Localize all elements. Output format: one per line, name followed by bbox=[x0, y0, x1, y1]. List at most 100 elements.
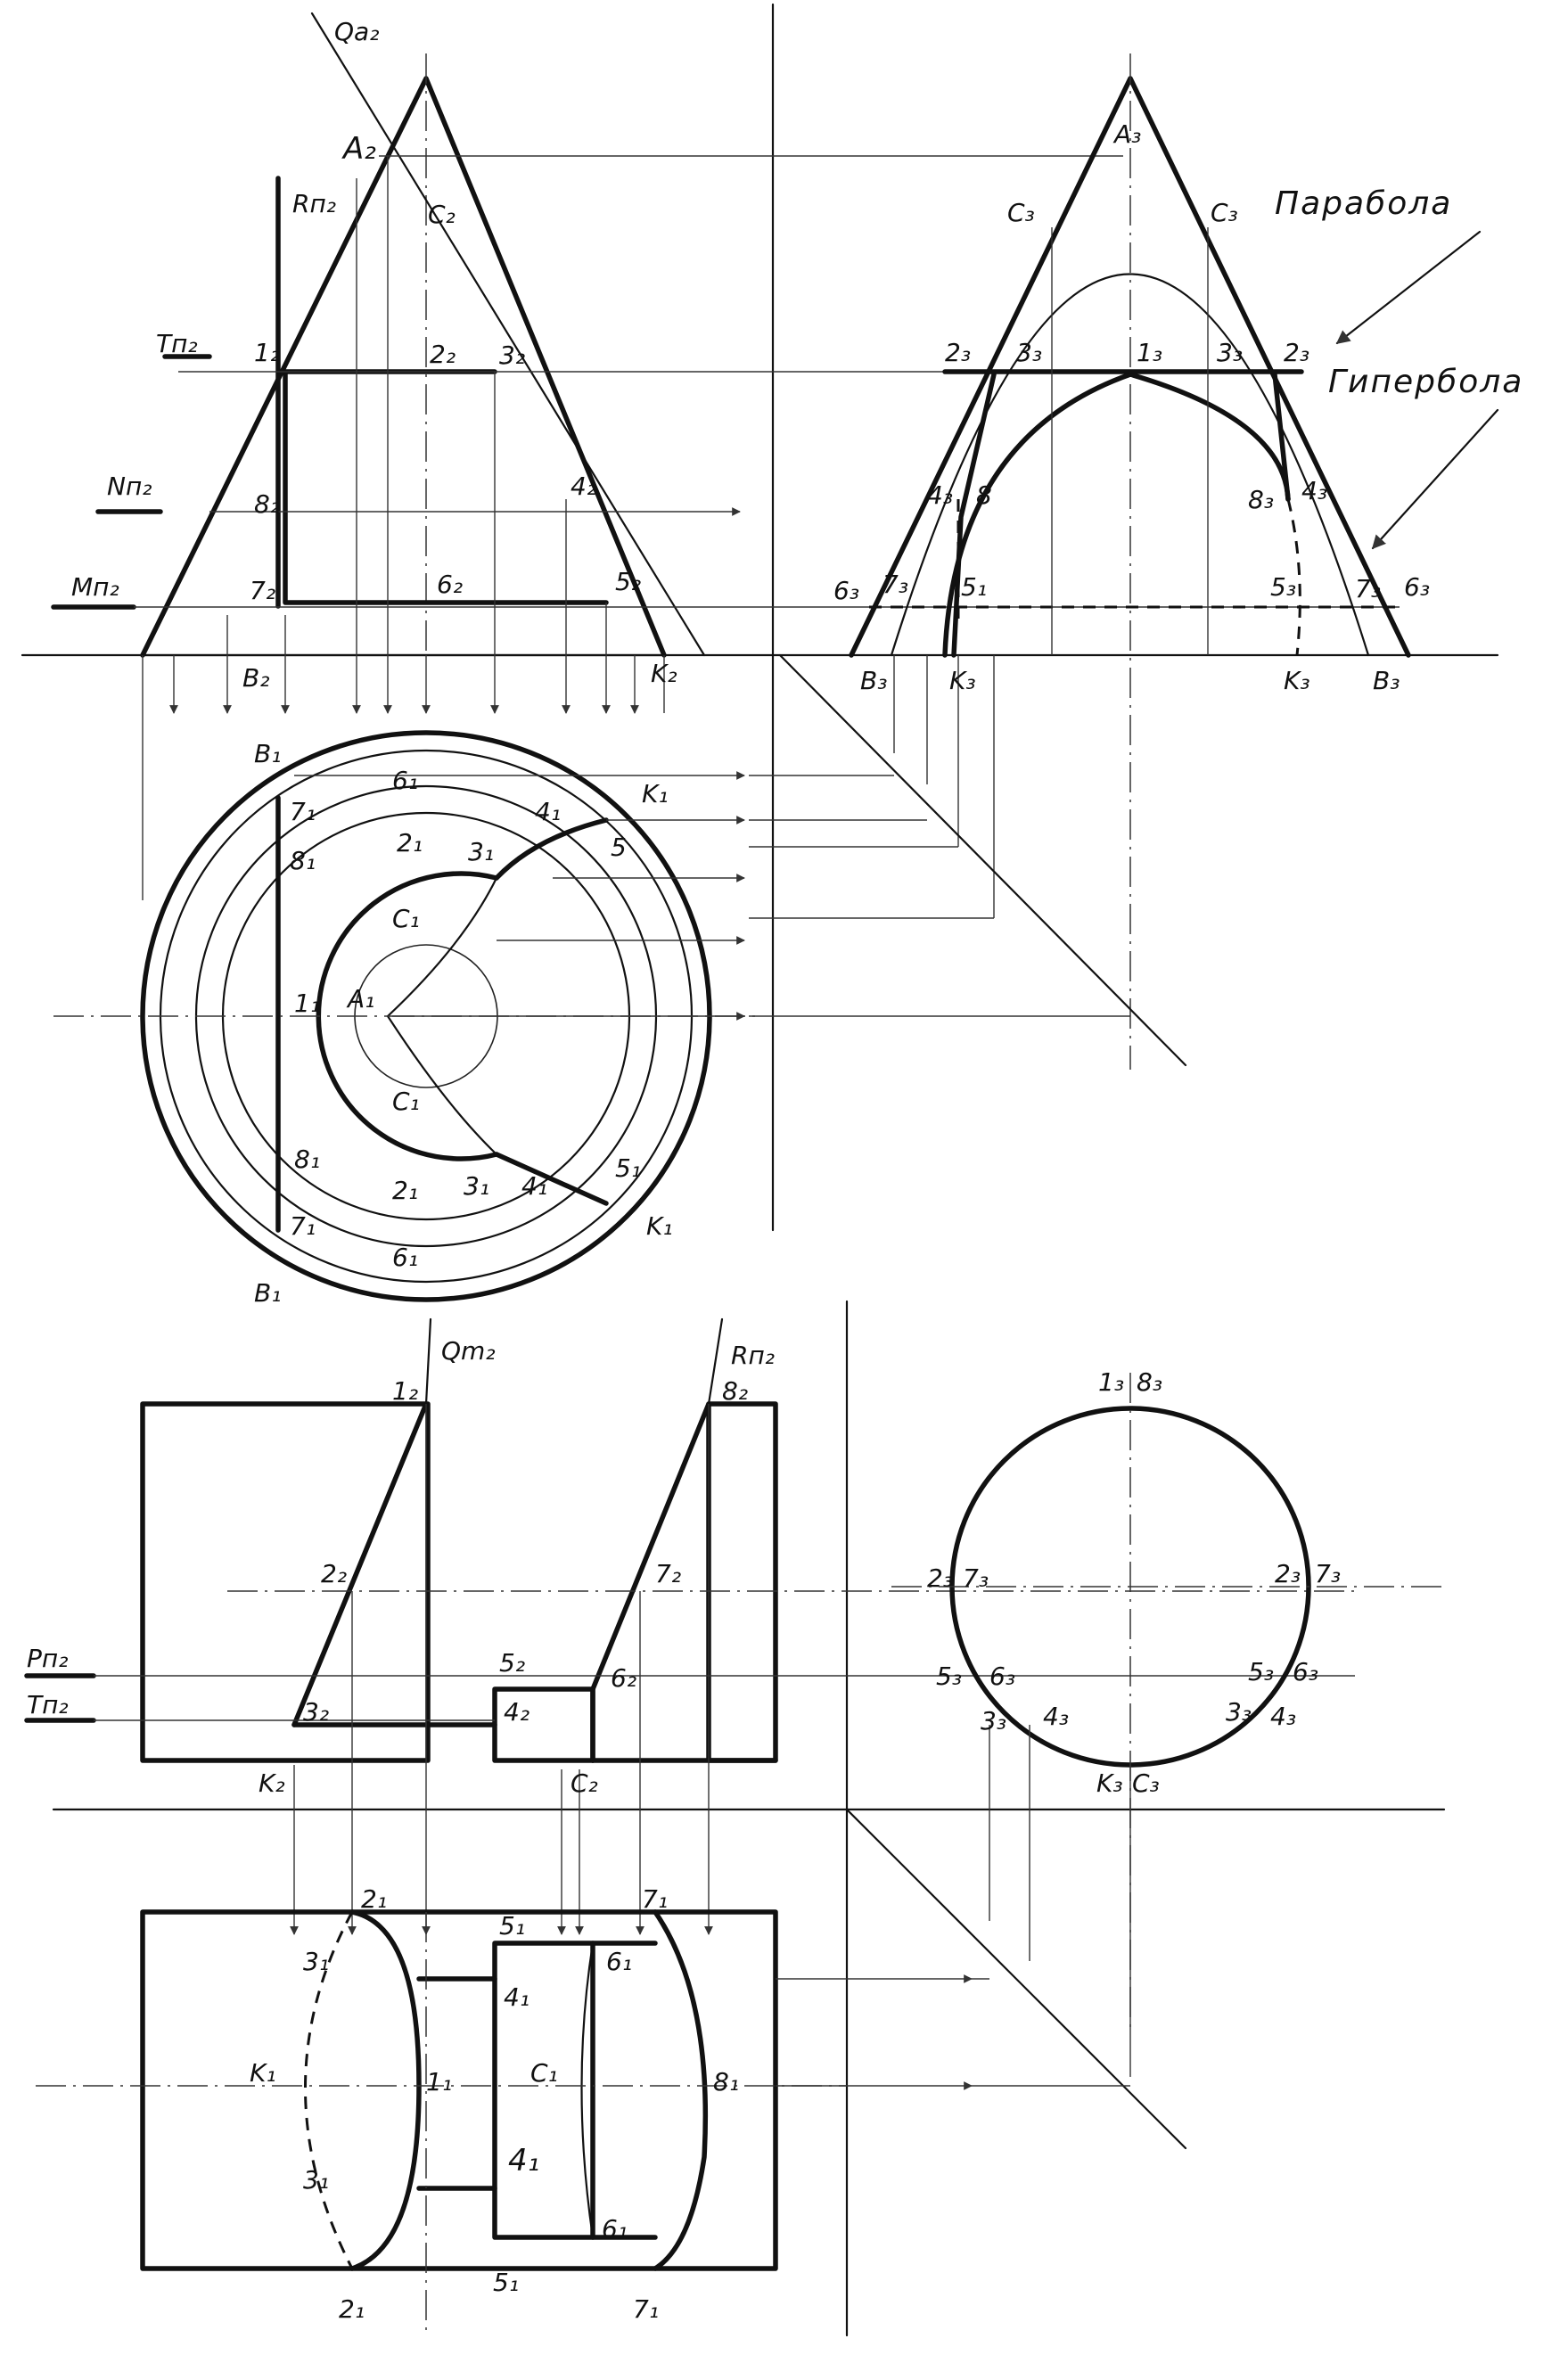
label-k3-right: K₃ bbox=[1284, 666, 1310, 695]
label-5-1-top: 5 bbox=[611, 833, 627, 862]
label-a2: A₂ bbox=[341, 131, 376, 167]
label-1-1: 1₁ bbox=[294, 989, 320, 1018]
cone-front-outline bbox=[140, 76, 667, 658]
label-b2: B₂ bbox=[242, 663, 269, 693]
label-q-c2: C₂ bbox=[571, 1768, 598, 1798]
label-c2: C₂ bbox=[428, 200, 456, 229]
label-4-2: 4₂ bbox=[571, 472, 596, 501]
label-3-3-right: 3₃ bbox=[1217, 338, 1243, 367]
label-b3-right: B₃ bbox=[1373, 666, 1400, 695]
label-pn2: Pп₂ bbox=[27, 1644, 68, 1673]
label-1-2: 1₂ bbox=[254, 338, 280, 367]
label-3-1-top: 3₁ bbox=[468, 837, 494, 866]
label-3-2: 3₂ bbox=[499, 341, 525, 370]
label-rn2-top: Rп₂ bbox=[292, 189, 336, 218]
label-hyperbola: Гипербола bbox=[1328, 364, 1523, 400]
cutting-plane-q bbox=[310, 12, 706, 657]
label-mn2: Mп₂ bbox=[71, 572, 119, 602]
cutting-plane-q-lower bbox=[291, 1401, 429, 1727]
label-7-1-top: 7₁ bbox=[290, 797, 316, 826]
label-qa2: Qa₂ bbox=[334, 17, 379, 46]
label-8-3-left: 8 bbox=[976, 480, 992, 510]
label-2-1-top: 2₁ bbox=[397, 828, 423, 857]
label-7-3-right: 7₃ bbox=[1355, 574, 1381, 603]
label-8-1-top: 8₁ bbox=[290, 846, 316, 875]
label-r-3-3-right: 3₃ bbox=[1226, 1697, 1252, 1727]
label-q-4-2: 4₂ bbox=[504, 1697, 530, 1727]
label-4-3-left: 4₃ bbox=[927, 480, 953, 510]
label-6-2: 6₂ bbox=[437, 570, 463, 599]
label-6-3-right: 6₃ bbox=[1404, 572, 1430, 602]
cylinder-top-view bbox=[36, 1909, 1130, 2335]
label-7-3-left: 7₃ bbox=[883, 570, 908, 599]
label-4-1-bottom: 4₁ bbox=[521, 1171, 547, 1201]
label-q-7-2: 7₂ bbox=[655, 1559, 681, 1588]
label-6-1-top: 6₁ bbox=[392, 766, 418, 795]
label-8-2: 8₂ bbox=[254, 489, 280, 519]
label-s-4-1-top: 4₁ bbox=[504, 1982, 530, 2012]
parabola-curve bbox=[890, 273, 1370, 657]
label-q-6-2: 6₂ bbox=[611, 1663, 636, 1693]
label-r-1-3: 1₃ bbox=[1098, 1367, 1124, 1397]
label-s-5-1-bottom: 5₁ bbox=[493, 2268, 519, 2297]
label-s-2-1-bottom: 2₁ bbox=[339, 2294, 365, 2324]
label-2-3-right: 2₃ bbox=[1284, 338, 1309, 367]
label-r-3-3-left: 3₃ bbox=[981, 1706, 1006, 1735]
label-nn2: Nп₂ bbox=[107, 472, 152, 501]
label-a1: A₁ bbox=[346, 984, 374, 1013]
label-s-6-1-bottom: 6₁ bbox=[602, 2214, 628, 2244]
label-2-2: 2₂ bbox=[430, 340, 456, 369]
label-r-7-3-left: 7₃ bbox=[963, 1563, 989, 1593]
label-qm2: Qm₂ bbox=[441, 1336, 496, 1366]
label-r-c3: C₃ bbox=[1132, 1768, 1160, 1798]
label-r-k3: K₃ bbox=[1096, 1768, 1123, 1798]
label-q-k2: K₂ bbox=[259, 1768, 285, 1798]
label-r-4-3-right: 4₃ bbox=[1270, 1702, 1296, 1731]
label-r-6-3-left: 6₃ bbox=[989, 1662, 1015, 1691]
label-q-3-2: 3₂ bbox=[303, 1697, 329, 1727]
label-s-c1: C₁ bbox=[530, 2058, 558, 2088]
label-k1-bottom: K₁ bbox=[646, 1211, 673, 1241]
label-2-1-bottom: 2₁ bbox=[392, 1176, 418, 1205]
label-b3-left: B₃ bbox=[860, 666, 887, 695]
label-r-6-3-right: 6₃ bbox=[1293, 1657, 1318, 1686]
label-c3-right: C₃ bbox=[1211, 198, 1238, 227]
cylinder-profile-view bbox=[845, 1373, 1444, 2150]
label-s-6-1-top: 6₁ bbox=[606, 1947, 632, 1976]
label-4-1-top: 4₁ bbox=[535, 797, 561, 826]
label-s-2-1: 2₁ bbox=[361, 1884, 387, 1914]
label-2-3-left: 2₃ bbox=[945, 338, 971, 367]
label-5-3-left: 5₁ bbox=[961, 572, 987, 602]
label-tn2-top: Tп₂ bbox=[156, 329, 198, 358]
label-r-7-3-right: 7₃ bbox=[1315, 1559, 1341, 1588]
label-b1-top: B₁ bbox=[254, 739, 281, 768]
label-8-3-right: 8₃ bbox=[1248, 485, 1274, 514]
label-5-3-right: 5₃ bbox=[1270, 572, 1296, 602]
label-s-1-1: 1₁ bbox=[426, 2067, 452, 2097]
cylinder-frontal-view bbox=[24, 1300, 1446, 2337]
label-s-8-1: 8₁ bbox=[713, 2067, 739, 2097]
label-3-1-bottom: 3₁ bbox=[464, 1171, 489, 1201]
constant-line-bottom bbox=[845, 1808, 1187, 2150]
cone-profile-view bbox=[778, 53, 1499, 1070]
label-c3-left: C₃ bbox=[1007, 198, 1035, 227]
label-s-7-1: 7₁ bbox=[642, 1884, 668, 1914]
label-r-2-3-right: 2₃ bbox=[1275, 1559, 1301, 1588]
ellipse-section-right bbox=[653, 1909, 709, 2271]
label-parabola: Парабола bbox=[1275, 185, 1452, 222]
label-r-4-3-left: 4₃ bbox=[1043, 1702, 1069, 1731]
label-5-1-bottom: 5₁ bbox=[615, 1153, 641, 1183]
label-q-1-2: 1₂ bbox=[392, 1376, 418, 1406]
label-rn2-bottom: Rп₂ bbox=[731, 1341, 775, 1370]
label-7-1-bottom: 7₁ bbox=[290, 1211, 316, 1241]
label-c1-bottom: C₁ bbox=[392, 1087, 420, 1116]
cone-frontal-view bbox=[21, 3, 1499, 1232]
label-b1-bottom: B₁ bbox=[254, 1278, 281, 1308]
ellipse-section-left bbox=[349, 1909, 422, 2271]
label-k3-left: K₃ bbox=[949, 666, 976, 695]
label-s-5-1-top: 5₁ bbox=[499, 1911, 525, 1941]
label-4-3-right: 4₃ bbox=[1301, 476, 1327, 505]
label-q-2-2: 2₂ bbox=[321, 1559, 347, 1588]
label-3-3-left: 3₃ bbox=[1016, 338, 1042, 367]
